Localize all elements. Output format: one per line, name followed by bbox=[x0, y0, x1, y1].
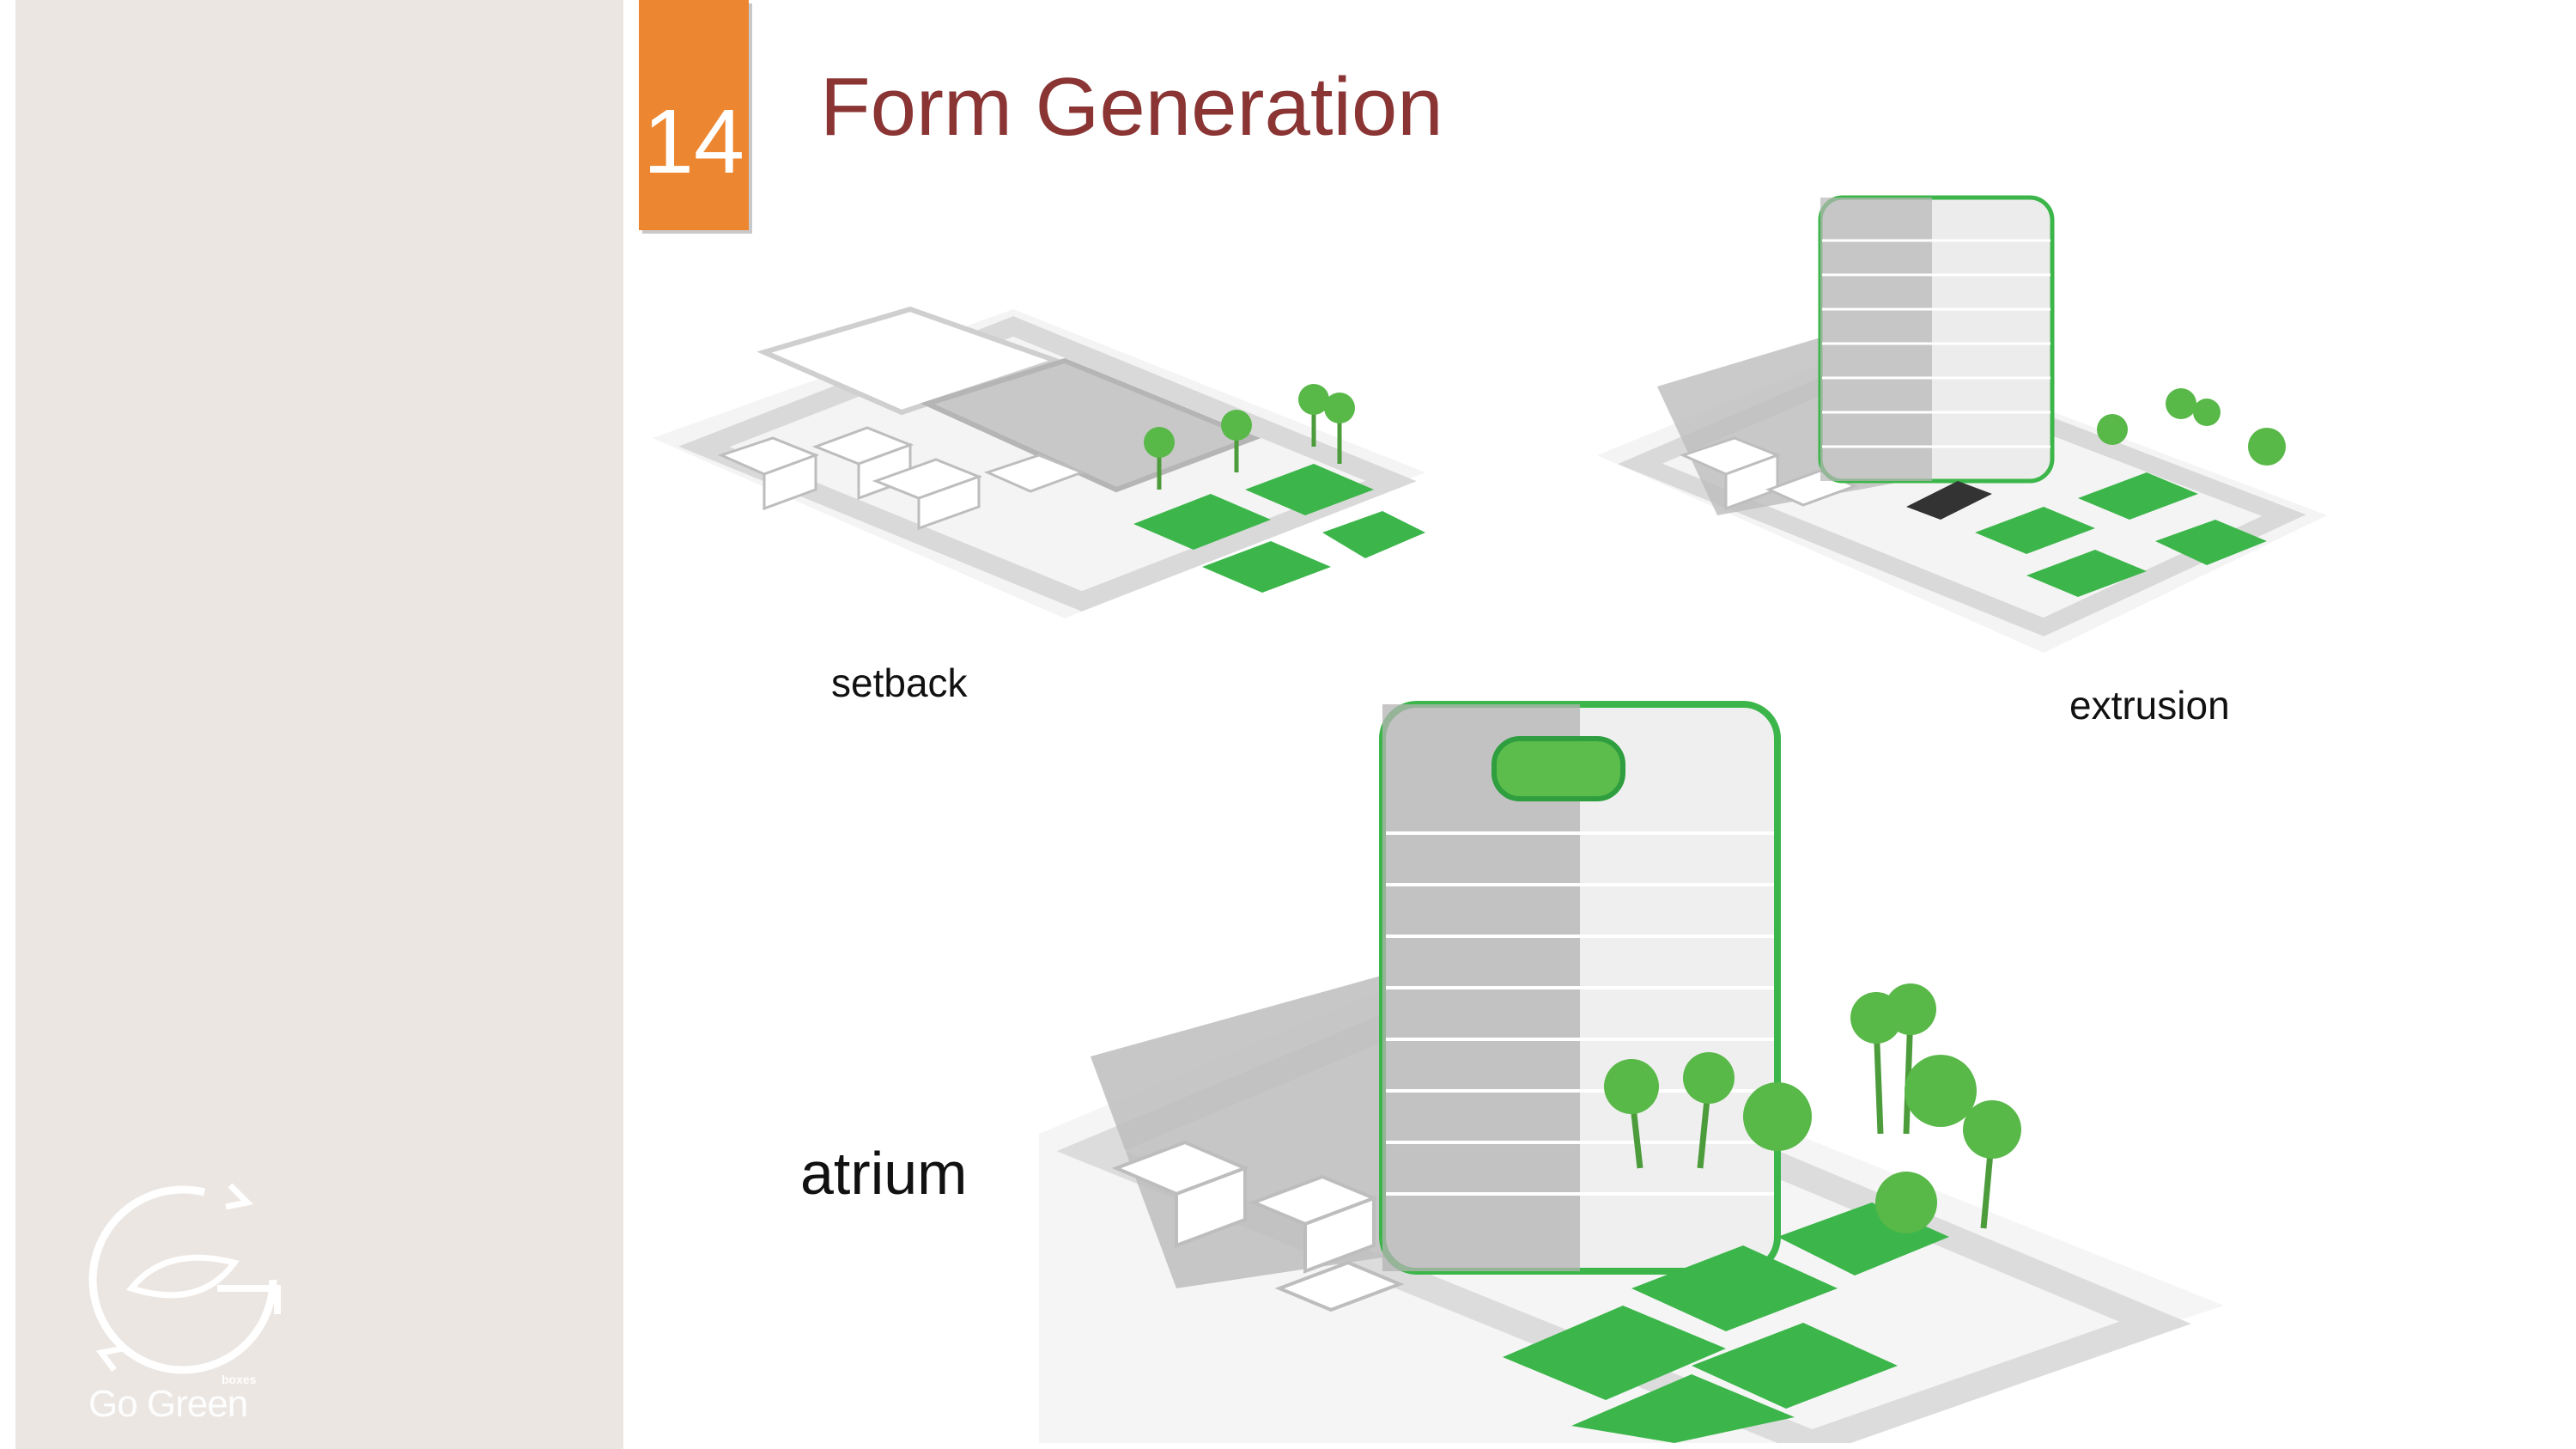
logo-superscript: boxes bbox=[222, 1373, 257, 1386]
extrusion-diagram bbox=[1597, 195, 2327, 653]
extrusion-label: extrusion bbox=[2069, 683, 2230, 728]
setback-diagram bbox=[653, 306, 1425, 618]
slide-title: Form Generation bbox=[820, 61, 1443, 153]
atrium-label: atrium bbox=[800, 1140, 968, 1207]
go-green-logo-icon bbox=[88, 1183, 281, 1374]
setback-label: setback bbox=[831, 661, 968, 705]
sidebar-panel: Go Green boxes bbox=[15, 0, 623, 1449]
slide-number-badge: 14 bbox=[639, 0, 749, 230]
atrium-diagram bbox=[1039, 701, 2224, 1443]
logo-text: Go Green bbox=[88, 1383, 248, 1425]
slide-number: 14 bbox=[643, 91, 744, 192]
